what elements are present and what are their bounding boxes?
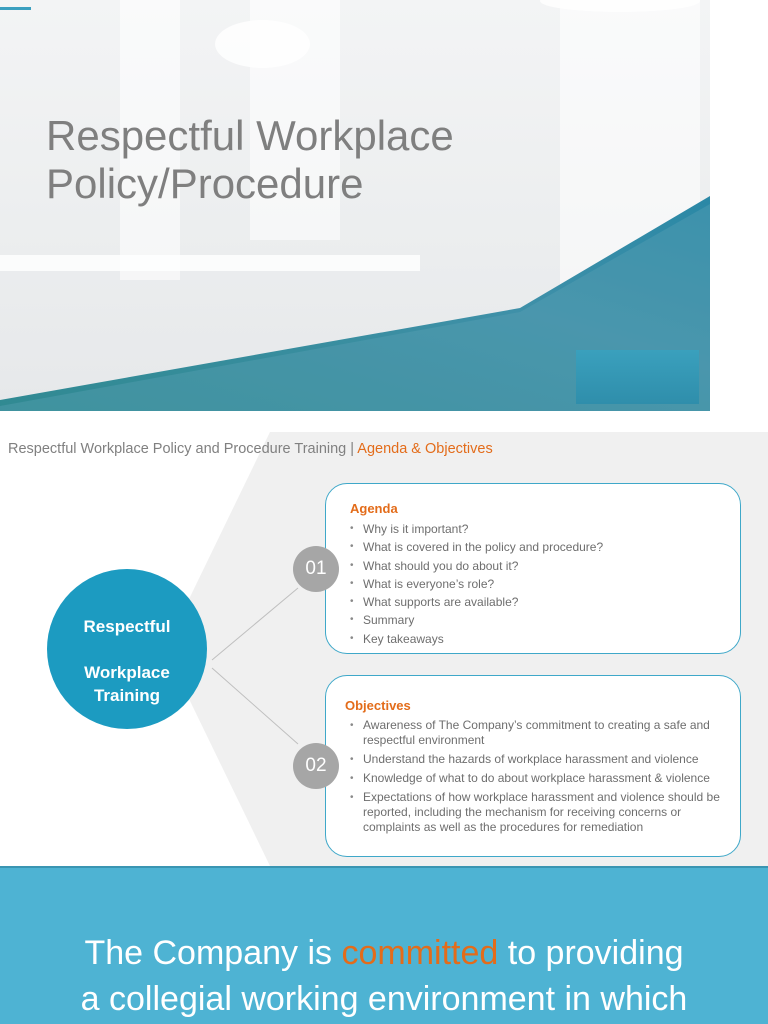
training-topic-circle: Respectful Workplace Training — [47, 569, 207, 729]
objectives-title: Objectives — [345, 698, 411, 713]
agenda-item: What supports are available? — [350, 593, 603, 612]
agenda-list: Why is it important? What is covered in … — [350, 520, 603, 648]
agenda-objectives-slide: Respectful Workplace Policy and Procedur… — [0, 432, 768, 866]
slide-title: Respectful Workplace Policy/Procedure — [46, 112, 666, 208]
agenda-title: Agenda — [350, 501, 398, 516]
agenda-item: Key takeaways — [350, 630, 603, 649]
objectives-box: Objectives Awareness of The Company’s co… — [325, 675, 741, 857]
agenda-item: Why is it important? — [350, 520, 603, 539]
header-prefix: Respectful Workplace Policy and Procedur… — [8, 441, 355, 457]
background-ceiling-lamp — [540, 0, 700, 12]
statement-line-2: a collegial working environment in which — [80, 980, 688, 1018]
statement-line-1-after: to providing — [498, 934, 684, 972]
circle-line-1: Respectful — [83, 617, 171, 636]
agenda-item: What is covered in the policy and proced… — [350, 538, 603, 557]
statement-line-1-before: The Company is — [84, 934, 342, 972]
number-badge-01: 01 — [293, 546, 339, 592]
teal-wedge-decoration — [0, 196, 710, 411]
statement-highlight: committed — [341, 934, 499, 972]
title-line-1: Respectful Workplace — [46, 112, 454, 159]
accent-line — [0, 7, 31, 10]
circle-line-3: Training — [93, 686, 161, 705]
slide-header: Respectful Workplace Policy and Procedur… — [8, 441, 493, 457]
agenda-box: Agenda Why is it important? What is cove… — [325, 483, 741, 654]
background-desk — [0, 255, 420, 271]
title-slide: Respectful Workplace Policy/Procedure — [0, 0, 710, 411]
objective-item: Awareness of The Company’s commitment to… — [350, 718, 730, 748]
circle-line-2: Workplace — [84, 663, 170, 682]
background-ceiling-lamp — [215, 20, 310, 68]
header-highlight: Agenda & Objectives — [357, 441, 493, 457]
agenda-item: Summary — [350, 611, 603, 630]
teal-accent-box — [576, 350, 699, 404]
title-line-2: Policy/Procedure — [46, 160, 364, 207]
objectives-list: Awareness of The Company’s commitment to… — [350, 718, 730, 839]
objective-item: Knowledge of what to do about workplace … — [350, 771, 730, 786]
background-window-panel — [120, 0, 180, 280]
agenda-item: What is everyone’s role? — [350, 575, 603, 594]
commitment-statement: The Company is committed to providing a … — [0, 930, 768, 1022]
objective-item: Expectations of how workplace harassment… — [350, 790, 730, 835]
commitment-slide: The Company is committed to providing a … — [0, 866, 768, 1024]
number-badge-02: 02 — [293, 743, 339, 789]
objective-item: Understand the hazards of workplace hara… — [350, 752, 730, 767]
agenda-item: What should you do about it? — [350, 557, 603, 576]
statement-line-1: The Company is committed to providing — [0, 930, 768, 976]
